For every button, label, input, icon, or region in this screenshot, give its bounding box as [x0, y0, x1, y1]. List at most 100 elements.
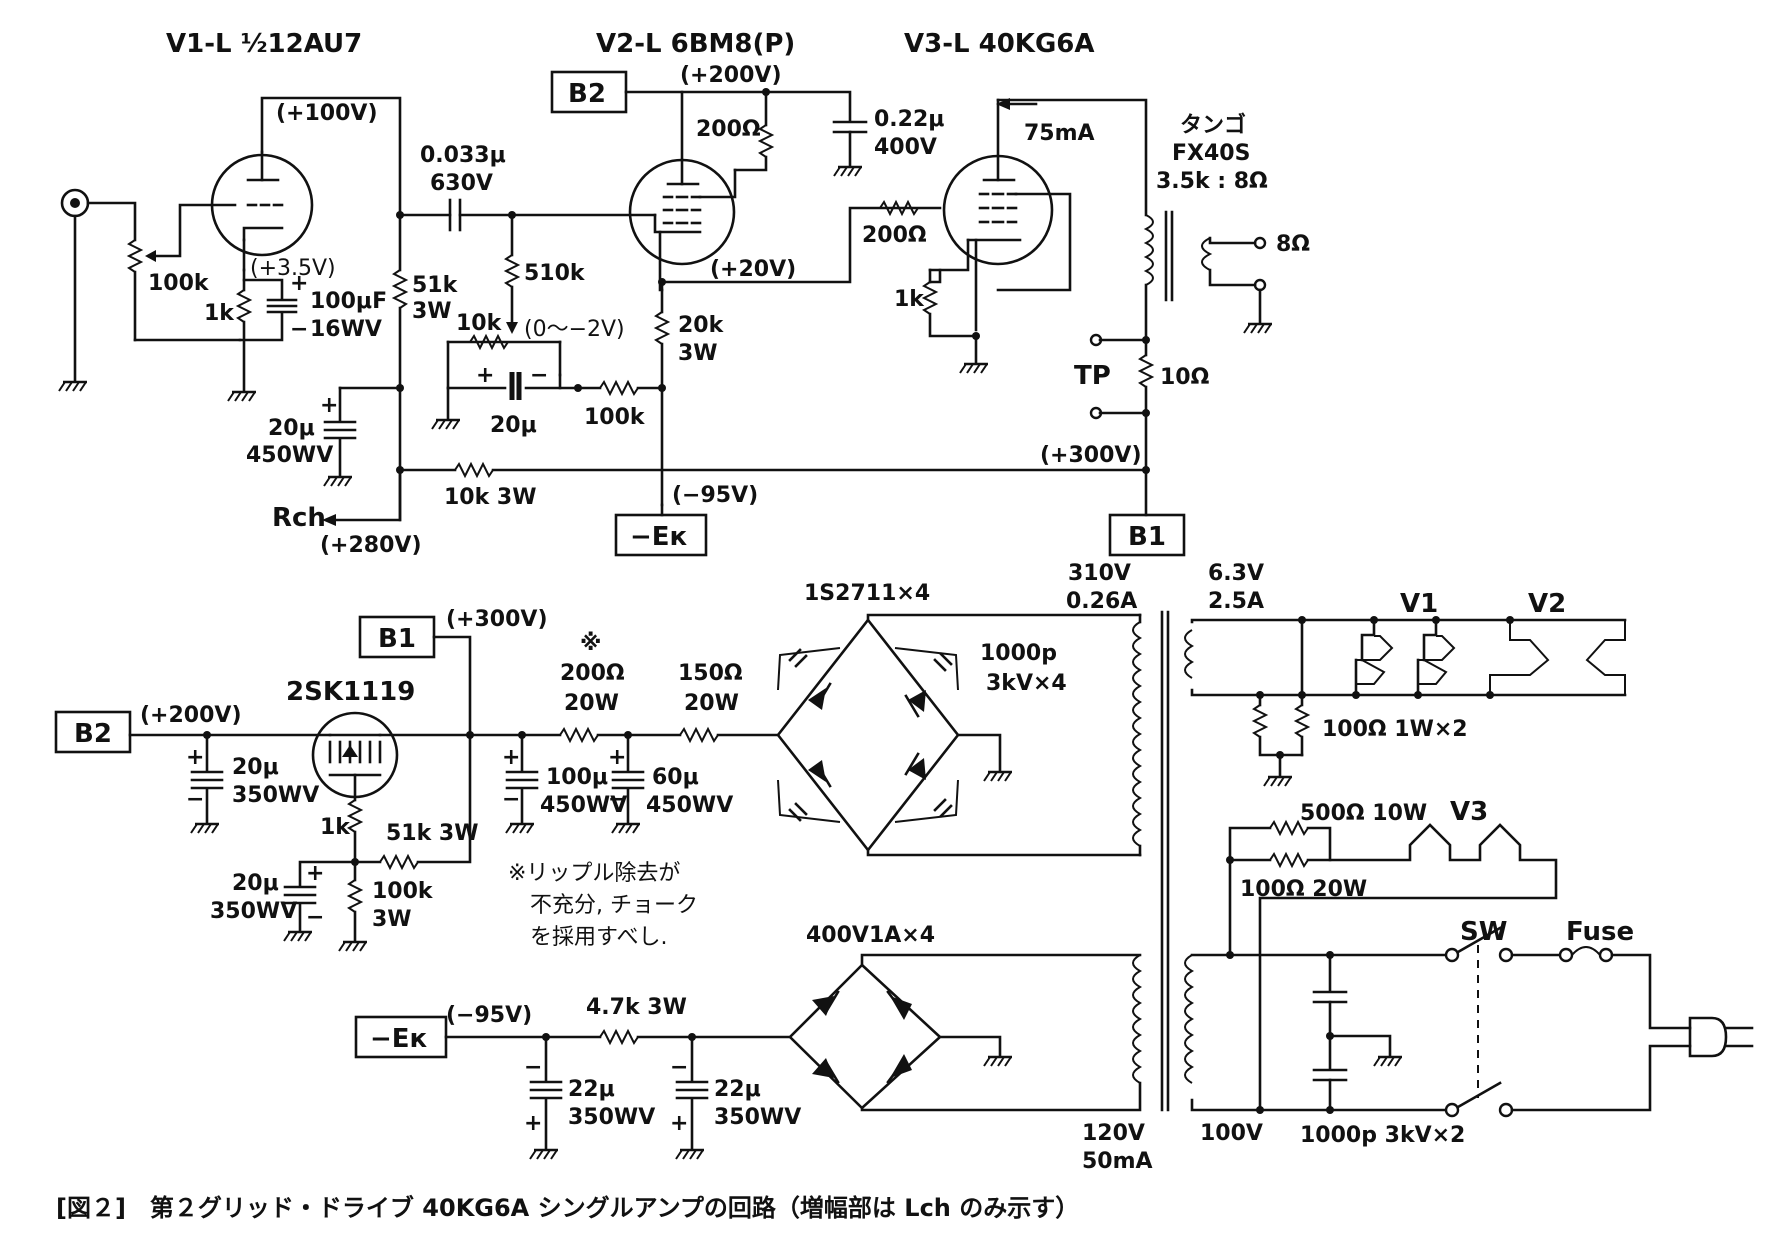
power-supply-section: B1 (+300V) B2 (+200V) + − 20μ 350WV 2SK1… — [54, 561, 1754, 1174]
fet-r1k-label: 1k — [320, 815, 351, 840]
c20b-plus: + — [306, 861, 324, 886]
r51k-rating: 3W — [412, 299, 452, 324]
r150-rating: 20W — [684, 691, 739, 716]
power-plug-icon — [1688, 1016, 1754, 1058]
v2-plate-voltage: (+200V) — [680, 63, 782, 88]
amplifier-section: V1-L ½12AU7 V2-L 6BM8(P) V3-L 40KG6A 100… — [57, 29, 1310, 558]
v1-ck-value: 100μF — [310, 289, 387, 314]
bias-cap-minus: − — [530, 363, 548, 388]
r10k3w-label: 10k 3W — [444, 485, 536, 510]
v1-tube-icon — [210, 150, 314, 257]
b1-box-psu-label: B1 — [378, 624, 416, 654]
r100k-label: 100k — [584, 405, 646, 430]
c22a-plus: + — [524, 1111, 542, 1136]
v2-tube-icon — [628, 158, 736, 266]
b1-box-amp-label: B1 — [1128, 522, 1166, 552]
mosfet-icon — [311, 711, 399, 799]
r100-20w-label: 100Ω 20W — [1240, 877, 1367, 902]
c20-value: 20μ — [232, 755, 279, 780]
hv-bridge-rectifier-icon — [776, 617, 960, 853]
ek-box-psu-label: −Eк — [370, 1024, 428, 1054]
v3-rk-label: 1k — [894, 287, 925, 312]
c60-value: 60μ — [652, 765, 699, 790]
sw-label: SW — [1460, 917, 1507, 947]
r510k-label: 510k — [524, 261, 586, 286]
b2-box-psu — [54, 710, 132, 754]
c20-rating: 350WV — [232, 783, 319, 808]
c60-rating: 450WV — [646, 793, 733, 818]
c22b-minus: − — [670, 1055, 688, 1080]
r10-label: 10Ω — [1160, 365, 1210, 390]
v2-cathode-voltage: (+20V) — [710, 257, 796, 282]
vol-pot-label: 100k — [148, 271, 210, 296]
r150-value: 150Ω — [678, 661, 743, 686]
c22b-rating: 350WV — [714, 1105, 801, 1130]
opt-brand: タンゴ — [1180, 112, 1246, 138]
c20b-value: 20μ — [232, 871, 279, 896]
c22a-minus: − — [524, 1055, 542, 1080]
r20k-rating: 3W — [678, 341, 718, 366]
power-switch-icon[interactable] — [1444, 926, 1514, 1118]
c100-minus: − — [502, 787, 520, 812]
hum-r-label: 100Ω 1W×2 — [1322, 717, 1468, 742]
c20-plus: + — [186, 745, 204, 770]
primary-voltage: 100V — [1200, 1121, 1263, 1146]
volume-pot-icon — [126, 203, 237, 342]
v1-cathode-voltage: (+3.5V) — [250, 256, 336, 281]
v1-ck-plus: + — [290, 271, 308, 296]
ek-voltage-psu: (−95V) — [446, 1003, 532, 1028]
b2-box-label: B2 — [568, 79, 606, 109]
c022-value: 0.22μ — [874, 107, 944, 132]
v1-ck-rating: 16WV — [310, 317, 382, 342]
fuse-label: Fuse — [1566, 917, 1634, 947]
filter-cap-plus: + — [320, 393, 338, 418]
psu-note-line1: ※リップル除去が — [508, 861, 680, 886]
v2-title: V2-L 6BM8(P) — [596, 29, 795, 59]
c60-plus: + — [608, 745, 626, 770]
bias-bridge-rectifier-icon — [788, 963, 942, 1110]
v3-heater-label: V3 — [1450, 797, 1488, 827]
heater-v1-label: V1 — [1400, 589, 1438, 619]
psu-note-line2: 不充分, チョーク — [530, 893, 698, 918]
bias-range-label: (0〜−2V) — [524, 317, 625, 342]
c100-value: 100μ — [546, 765, 608, 790]
heater-v2-label: V2 — [1528, 589, 1566, 619]
psu-asterisk: ※ — [580, 631, 601, 656]
b2-box-psu-label: B2 — [74, 719, 112, 749]
r51k3w-label: 51k 3W — [386, 821, 478, 846]
filter-cap-rating: 450WV — [246, 443, 333, 468]
fet-label: 2SK1119 — [286, 677, 415, 707]
opt-ratio: 3.5k : 8Ω — [1156, 169, 1268, 194]
coupling-cap-value: 0.033μ — [420, 143, 506, 168]
b1-voltage-amp: (+300V) — [1040, 443, 1142, 468]
hv-sec-current: 0.26A — [1066, 589, 1137, 614]
heater-current: 2.5A — [1208, 589, 1264, 614]
c100-plus: + — [502, 745, 520, 770]
r100k-psu-value: 100k — [372, 879, 434, 904]
r51k-value: 51k — [412, 273, 459, 298]
bias-diodes-label: 400V1A×4 — [806, 923, 935, 948]
c20b-minus: − — [306, 905, 324, 930]
hv-cap-rating: 3kV×4 — [986, 671, 1067, 696]
tp-label: TP — [1074, 361, 1111, 391]
coupling-cap-rating: 630V — [430, 171, 493, 196]
rch-label: Rch — [272, 503, 326, 533]
v3-title: V3-L 40KG6A — [904, 29, 1095, 59]
g2-r-label: 200Ω — [862, 223, 927, 248]
c22a-value: 22μ — [568, 1077, 615, 1102]
c22b-value: 22μ — [714, 1077, 761, 1102]
c20-minus: − — [186, 787, 204, 812]
bias-sec-current: 50mA — [1082, 1149, 1153, 1174]
psu-note-line3: を採用すべし. — [530, 925, 667, 950]
c60-minus: − — [608, 787, 626, 812]
c100-rating: 450WV — [540, 793, 627, 818]
v3-tube-icon — [942, 98, 1054, 266]
r200-psu-value: 200Ω — [560, 661, 625, 686]
c20b-rating: 350WV — [210, 899, 297, 924]
c22a-rating: 350WV — [568, 1105, 655, 1130]
v1-ck-minus: − — [290, 317, 308, 342]
r100k-psu-rating: 3W — [372, 907, 412, 932]
figure-caption: [図２] 第２グリッド・ドライブ 40KG6A シングルアンプの回路（増幅部は … — [56, 1194, 1079, 1222]
line-cap-label: 1000p 3kV×2 — [1300, 1123, 1465, 1148]
